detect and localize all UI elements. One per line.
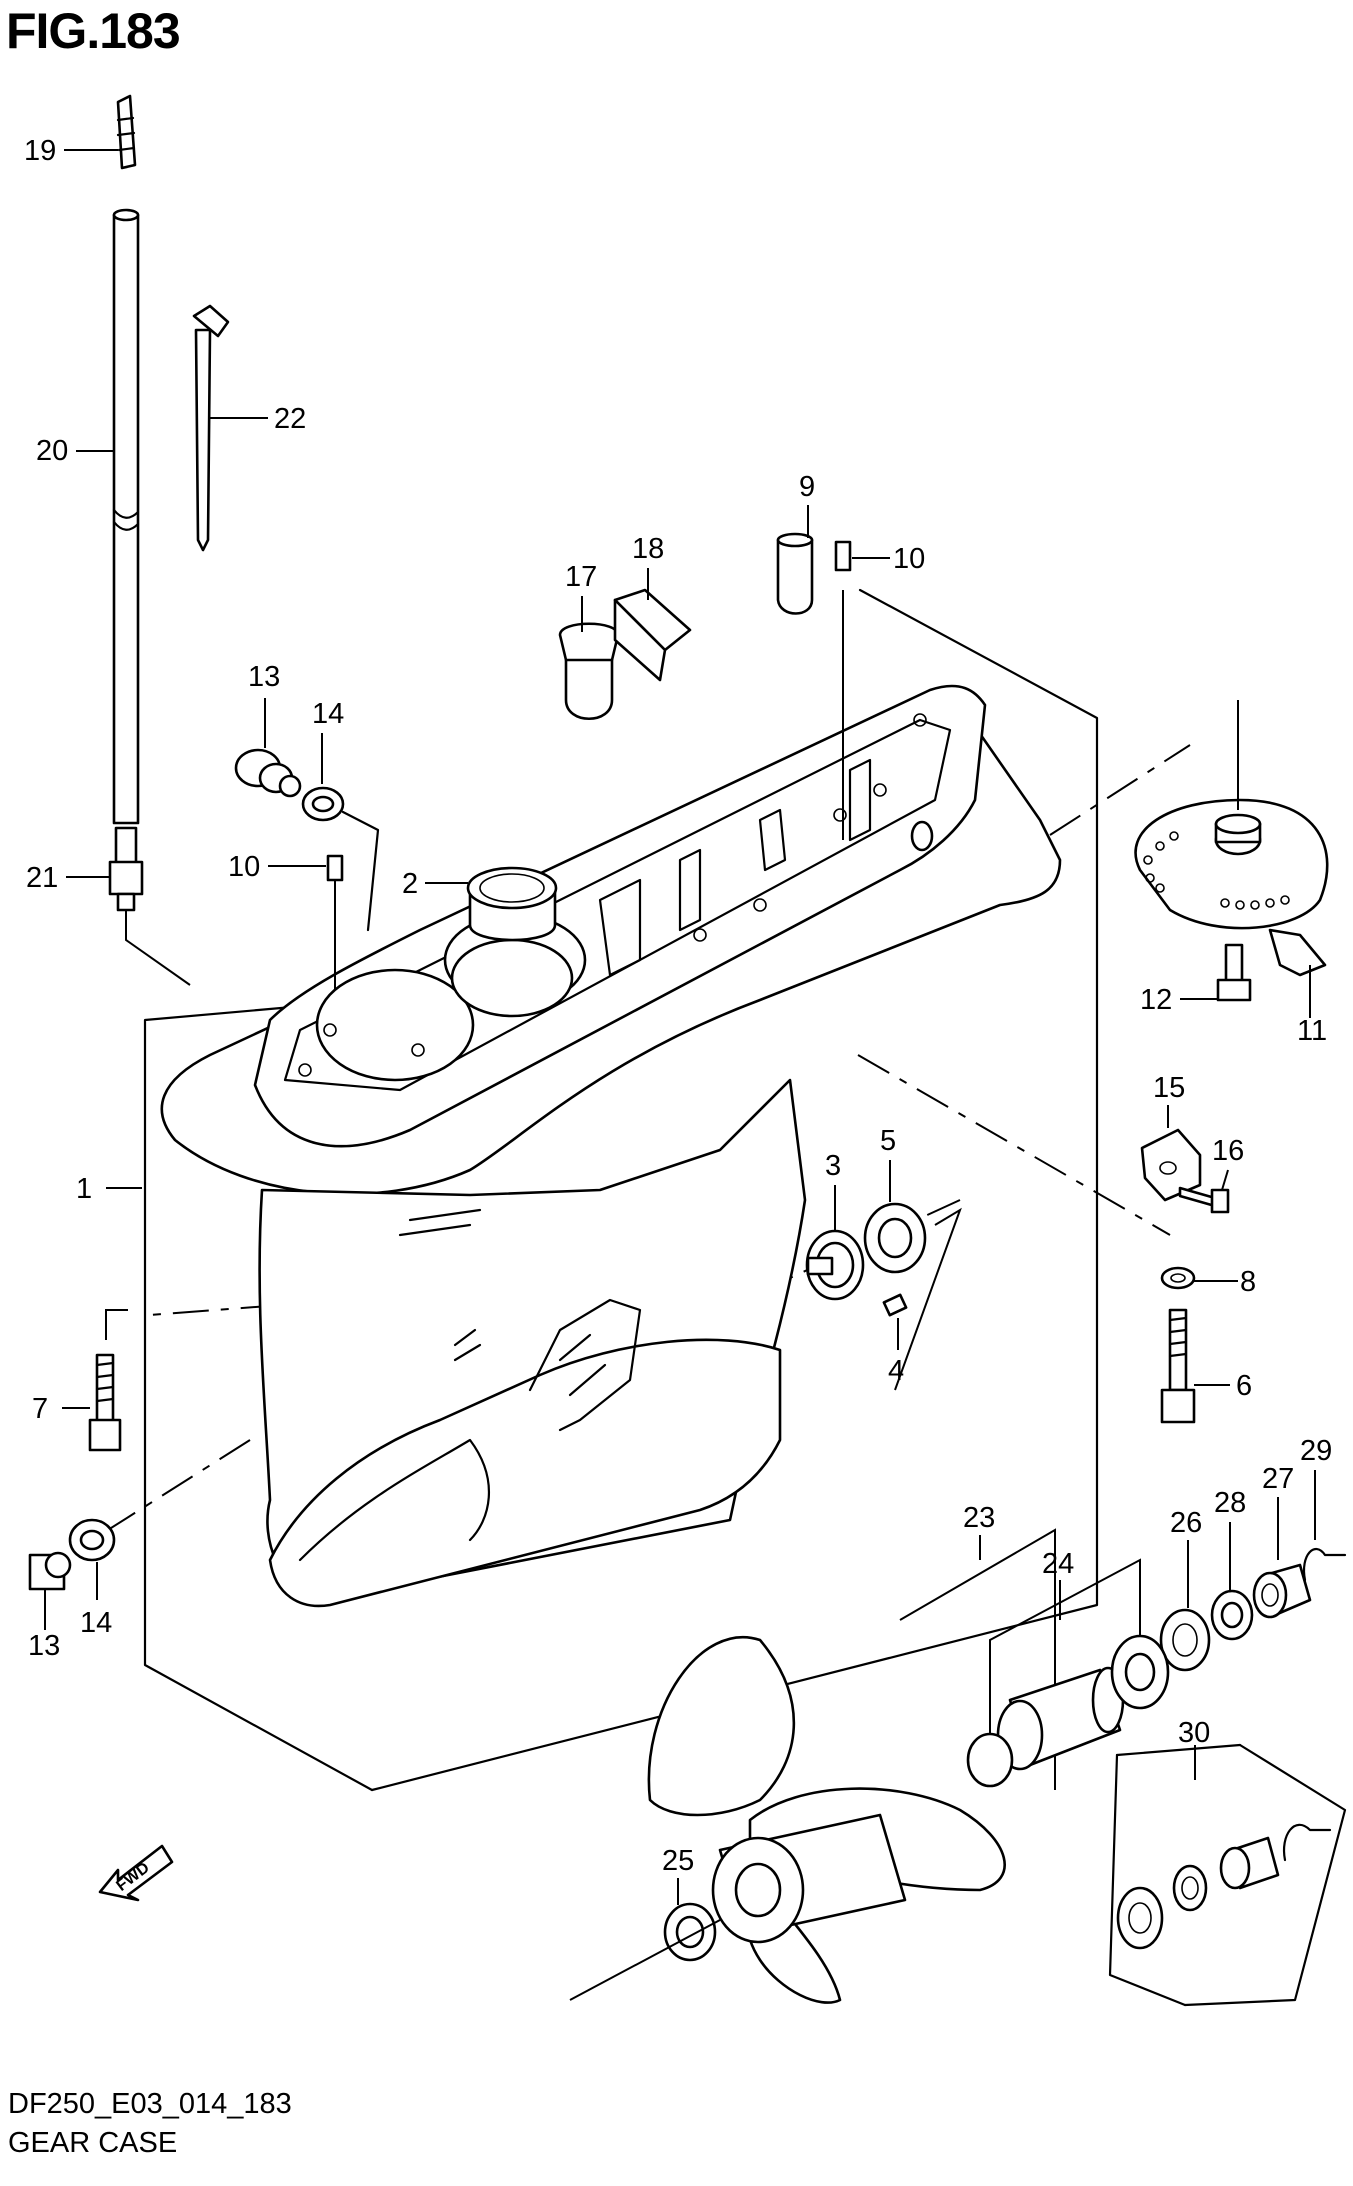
callout-13-top: 13 <box>248 661 280 693</box>
callout-28: 28 <box>1214 1487 1246 1519</box>
callout-9: 9 <box>799 471 815 503</box>
callout-4: 4 <box>888 1355 904 1387</box>
part-26-stopper <box>1110 1608 1211 1710</box>
part-30-nut-kit <box>1116 1745 1332 1950</box>
callout-20: 20 <box>36 435 68 467</box>
callout-29: 29 <box>1300 1435 1332 1467</box>
part-11-trim-tab <box>1134 700 1329 977</box>
part-19-shift-rod-end <box>116 94 137 170</box>
callout-19: 19 <box>24 135 56 167</box>
callout-14-top: 14 <box>312 698 344 730</box>
part-27-nut <box>1252 1563 1312 1619</box>
callout-22: 22 <box>274 403 306 435</box>
callout-26: 26 <box>1170 1507 1202 1539</box>
callout-13-bottom: 13 <box>28 1630 60 1662</box>
callout-18: 18 <box>632 533 664 565</box>
callout-21: 21 <box>26 862 58 894</box>
fwd-direction-arrow: FWD <box>98 1844 174 1902</box>
callout-16: 16 <box>1212 1135 1244 1167</box>
callout-11: 11 <box>1297 1015 1327 1047</box>
callout-7: 7 <box>32 1393 48 1425</box>
part-13-plug-bottom <box>28 1551 72 1591</box>
callout-3: 3 <box>825 1150 841 1182</box>
part-9-seal <box>776 532 814 615</box>
part-25-washer <box>569 1902 721 2001</box>
part-8-washer <box>1160 1266 1196 1290</box>
part-21-coupling <box>108 826 144 912</box>
callout-5: 5 <box>880 1125 896 1157</box>
part-29-cotter-pin <box>1302 1548 1347 1582</box>
gear-case-housing <box>160 684 1062 1608</box>
part-5-oil-seal <box>863 1202 962 1391</box>
part-22-cable-tie <box>192 304 230 552</box>
callout-12: 12 <box>1140 984 1172 1016</box>
callout-24: 24 <box>1042 1548 1074 1580</box>
callout-17: 17 <box>565 561 597 593</box>
part-15-anode <box>1140 1128 1202 1202</box>
part-24-bushing <box>966 1558 1141 1788</box>
part-14-gasket-top <box>301 786 380 932</box>
part-6-bolt <box>1160 1308 1196 1424</box>
part-3-bearing-housing <box>805 1229 865 1301</box>
callout-10-left: 10 <box>228 851 260 883</box>
part-7-bolt <box>88 1309 128 1452</box>
part-4-pin <box>882 1293 908 1317</box>
part-18-plate <box>613 588 692 682</box>
part-12-bolt <box>1216 943 1252 1002</box>
part-28-washer <box>1210 1589 1254 1641</box>
callout-23: 23 <box>963 1502 995 1534</box>
callout-27: 27 <box>1262 1463 1294 1495</box>
figure-caption: GEAR CASE <box>8 2127 178 2159</box>
callout-14-bottom: 14 <box>80 1607 112 1639</box>
part-14-gasket-bottom <box>68 1518 116 1562</box>
callout-15: 15 <box>1153 1072 1185 1104</box>
part-17-seal <box>558 622 620 721</box>
callout-6: 6 <box>1236 1370 1252 1402</box>
callout-30: 30 <box>1178 1717 1210 1749</box>
callout-2: 2 <box>402 868 418 900</box>
callout-leaders <box>44 149 1316 1905</box>
callout-1: 1 <box>76 1173 92 1205</box>
callout-25: 25 <box>662 1845 694 1877</box>
part-20-shift-rod <box>112 208 140 825</box>
drawing-code: DF250_E03_014_183 <box>8 2088 292 2120</box>
callout-numbers: 19 20 22 21 13 14 10 2 17 18 9 10 11 12 … <box>24 135 1332 1877</box>
callout-10-right: 10 <box>893 543 925 575</box>
figure-title: FIG.183 <box>6 3 181 59</box>
callout-8: 8 <box>1240 1266 1256 1298</box>
part-10-dowel-pin-left <box>326 854 344 990</box>
part-10-dowel-pin-right <box>834 540 852 840</box>
part-13-plug-top <box>234 748 302 798</box>
part-16-screw <box>1178 1186 1230 1214</box>
part-23-propeller <box>647 1528 1056 2004</box>
